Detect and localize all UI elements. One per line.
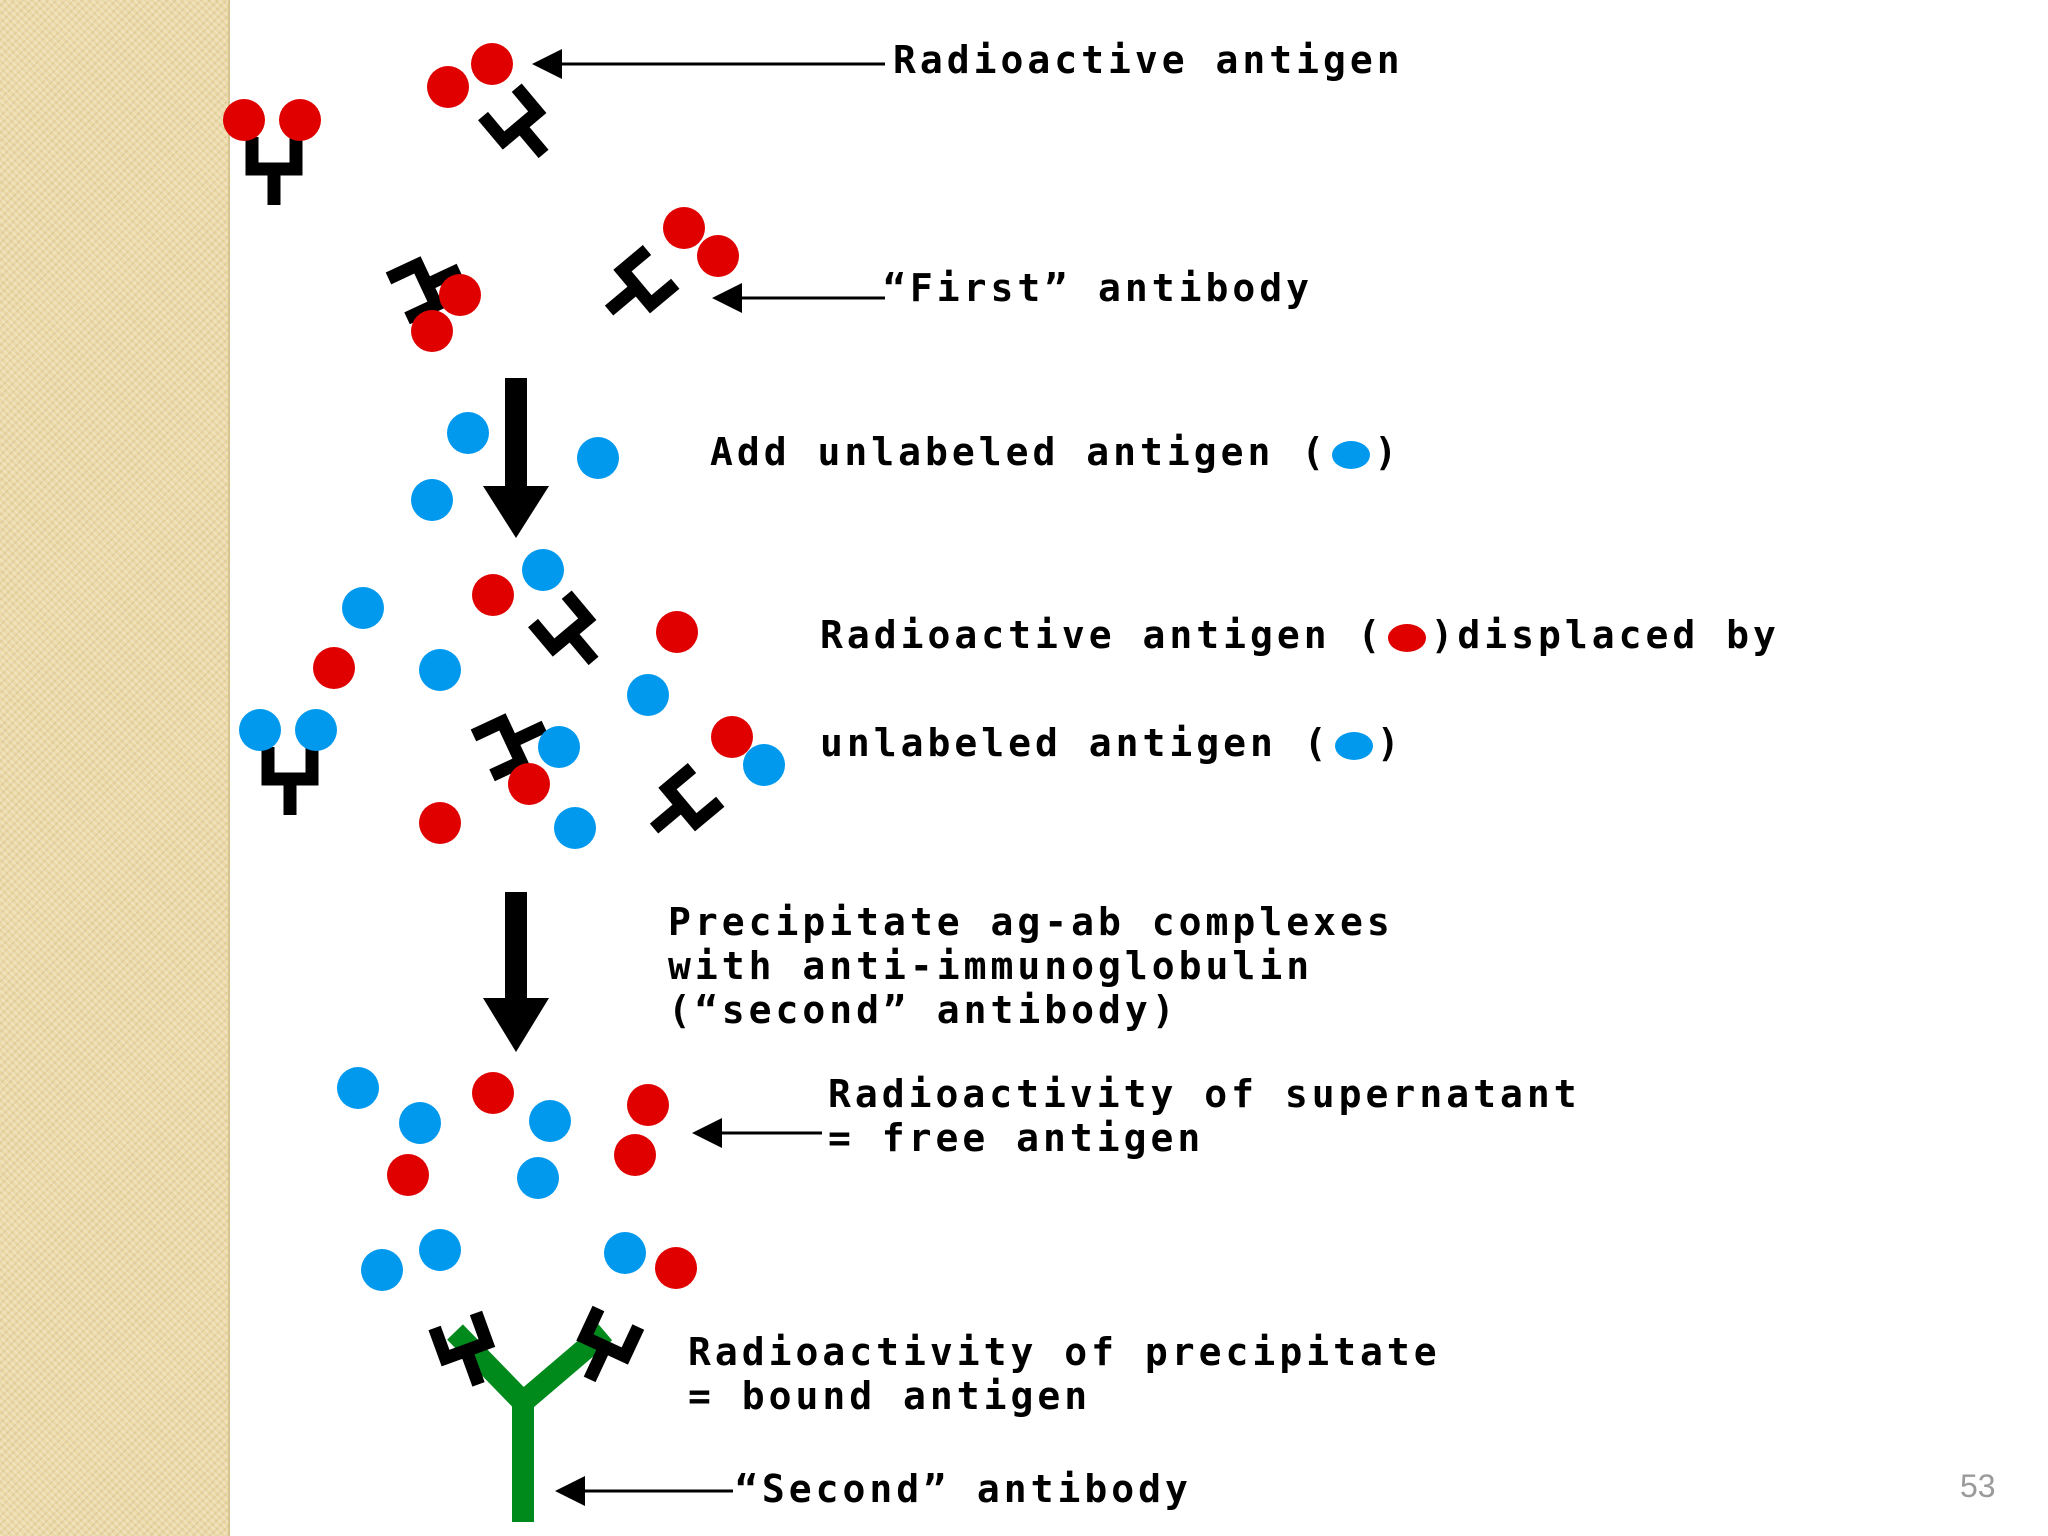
supernatant-antigens [337, 1067, 669, 1199]
unlabeled-antigen-dot [361, 1249, 403, 1291]
unlabeled-antigen-dot [517, 1157, 559, 1199]
radioactive-antigen-dot [427, 66, 469, 108]
unlabeled-antigen-dot [522, 549, 564, 591]
radioactive-antigen-dot [711, 716, 753, 758]
label-unlabeled-text: unlabeled antigen ( [820, 721, 1331, 765]
antibody-group-mixture [239, 549, 785, 849]
step-arrow-1 [483, 378, 549, 538]
antibody-5 [533, 595, 610, 675]
unlabeled-antigen-dot [447, 412, 489, 454]
radioactive-antigen-dot [697, 235, 739, 277]
radioactive-antigen-legend-dot [1388, 623, 1427, 652]
unlabeled-antigen-dot [554, 807, 596, 849]
unlabeled-antigen-legend-dot [1332, 440, 1371, 469]
unlabeled-antigen-dot [529, 1100, 571, 1142]
label-add-unlabeled-text: Add unlabeled antigen ( [710, 430, 1329, 474]
unlabeled-antigen-dot [743, 744, 785, 786]
label-first-antibody: “First” antibody [883, 266, 1314, 310]
unlabeled-antigen-dot [419, 649, 461, 691]
antibody-group-initial [223, 43, 739, 352]
unlabeled-antigen-dot [538, 726, 580, 768]
second-antibody [447, 1323, 613, 1522]
radioactive-antigen-dot [411, 310, 453, 352]
label-displaced: Radioactive antigen ( )displaced by [820, 613, 1780, 657]
unlabeled-antigen-dot [342, 587, 384, 629]
unlabeled-antigen-dot [627, 674, 669, 716]
radioactive-antigen-dot [614, 1134, 656, 1176]
unlabeled-antigen-dot [295, 709, 337, 751]
antibody-4 [595, 250, 675, 327]
radioactive-antigen-dot [279, 99, 321, 141]
radioactive-antigen-dot [663, 207, 705, 249]
antibody-6 [268, 747, 312, 815]
label-unlabeled-close: ) [1376, 721, 1404, 765]
label-precipitate: Precipitate ag-ab complexes with anti-im… [668, 900, 1394, 1032]
radioactive-antigen-dot [223, 99, 265, 141]
radioactive-antigen-dot [439, 274, 481, 316]
unlabeled-antigen-legend-dot [1334, 731, 1373, 760]
unlabeled-antigen-dot [399, 1102, 441, 1144]
radioactive-antigen-dot [419, 802, 461, 844]
radioactive-antigen-dot [313, 647, 355, 689]
label-add-unlabeled-close: ) [1374, 430, 1402, 474]
unlabeled-antigen-dot [577, 437, 619, 479]
label-displaced-text: Radioactive antigen ( [820, 613, 1385, 657]
page-number: 53 [1960, 1468, 1996, 1504]
label-radioactive-antigen: Radioactive antigen [893, 38, 1404, 82]
step-arrow-2 [483, 892, 549, 1052]
radioactive-antigen-dot [471, 43, 513, 85]
unlabeled-antigen-dot [419, 1229, 461, 1271]
label-displaced-by: )displaced by [1430, 613, 1780, 657]
unlabeled-antigen-dot [239, 709, 281, 751]
label-precipitate-bound: Radioactivity of precipitate = bound ant… [688, 1330, 1441, 1418]
label-unlabeled-antigen: unlabeled antigen () [820, 721, 1404, 765]
unlabeled-antigen-dot [337, 1067, 379, 1109]
radioactive-antigen-dot [472, 1072, 514, 1114]
radioactive-antigen-dot [656, 611, 698, 653]
radioactive-antigen-dot [387, 1154, 429, 1196]
label-supernatant: Radioactivity of supernatant = free anti… [828, 1072, 1581, 1160]
slide-sidebar [0, 0, 230, 1536]
radioactive-antigen-dot [627, 1084, 669, 1126]
antibody-8 [640, 768, 720, 845]
unlabeled-antigen-dot [411, 479, 453, 521]
precipitate-complex [361, 1229, 697, 1522]
label-add-unlabeled: Add unlabeled antigen () [710, 430, 1401, 474]
radioactive-antigen-dot [472, 574, 514, 616]
antibody-1 [252, 137, 296, 205]
label-second-antibody: “Second” antibody [735, 1467, 1192, 1511]
antibody-2 [483, 88, 560, 168]
radioactive-antigen-dot [655, 1247, 697, 1289]
radioactive-antigen-dot [508, 763, 550, 805]
unlabeled-antigen-dot [604, 1232, 646, 1274]
